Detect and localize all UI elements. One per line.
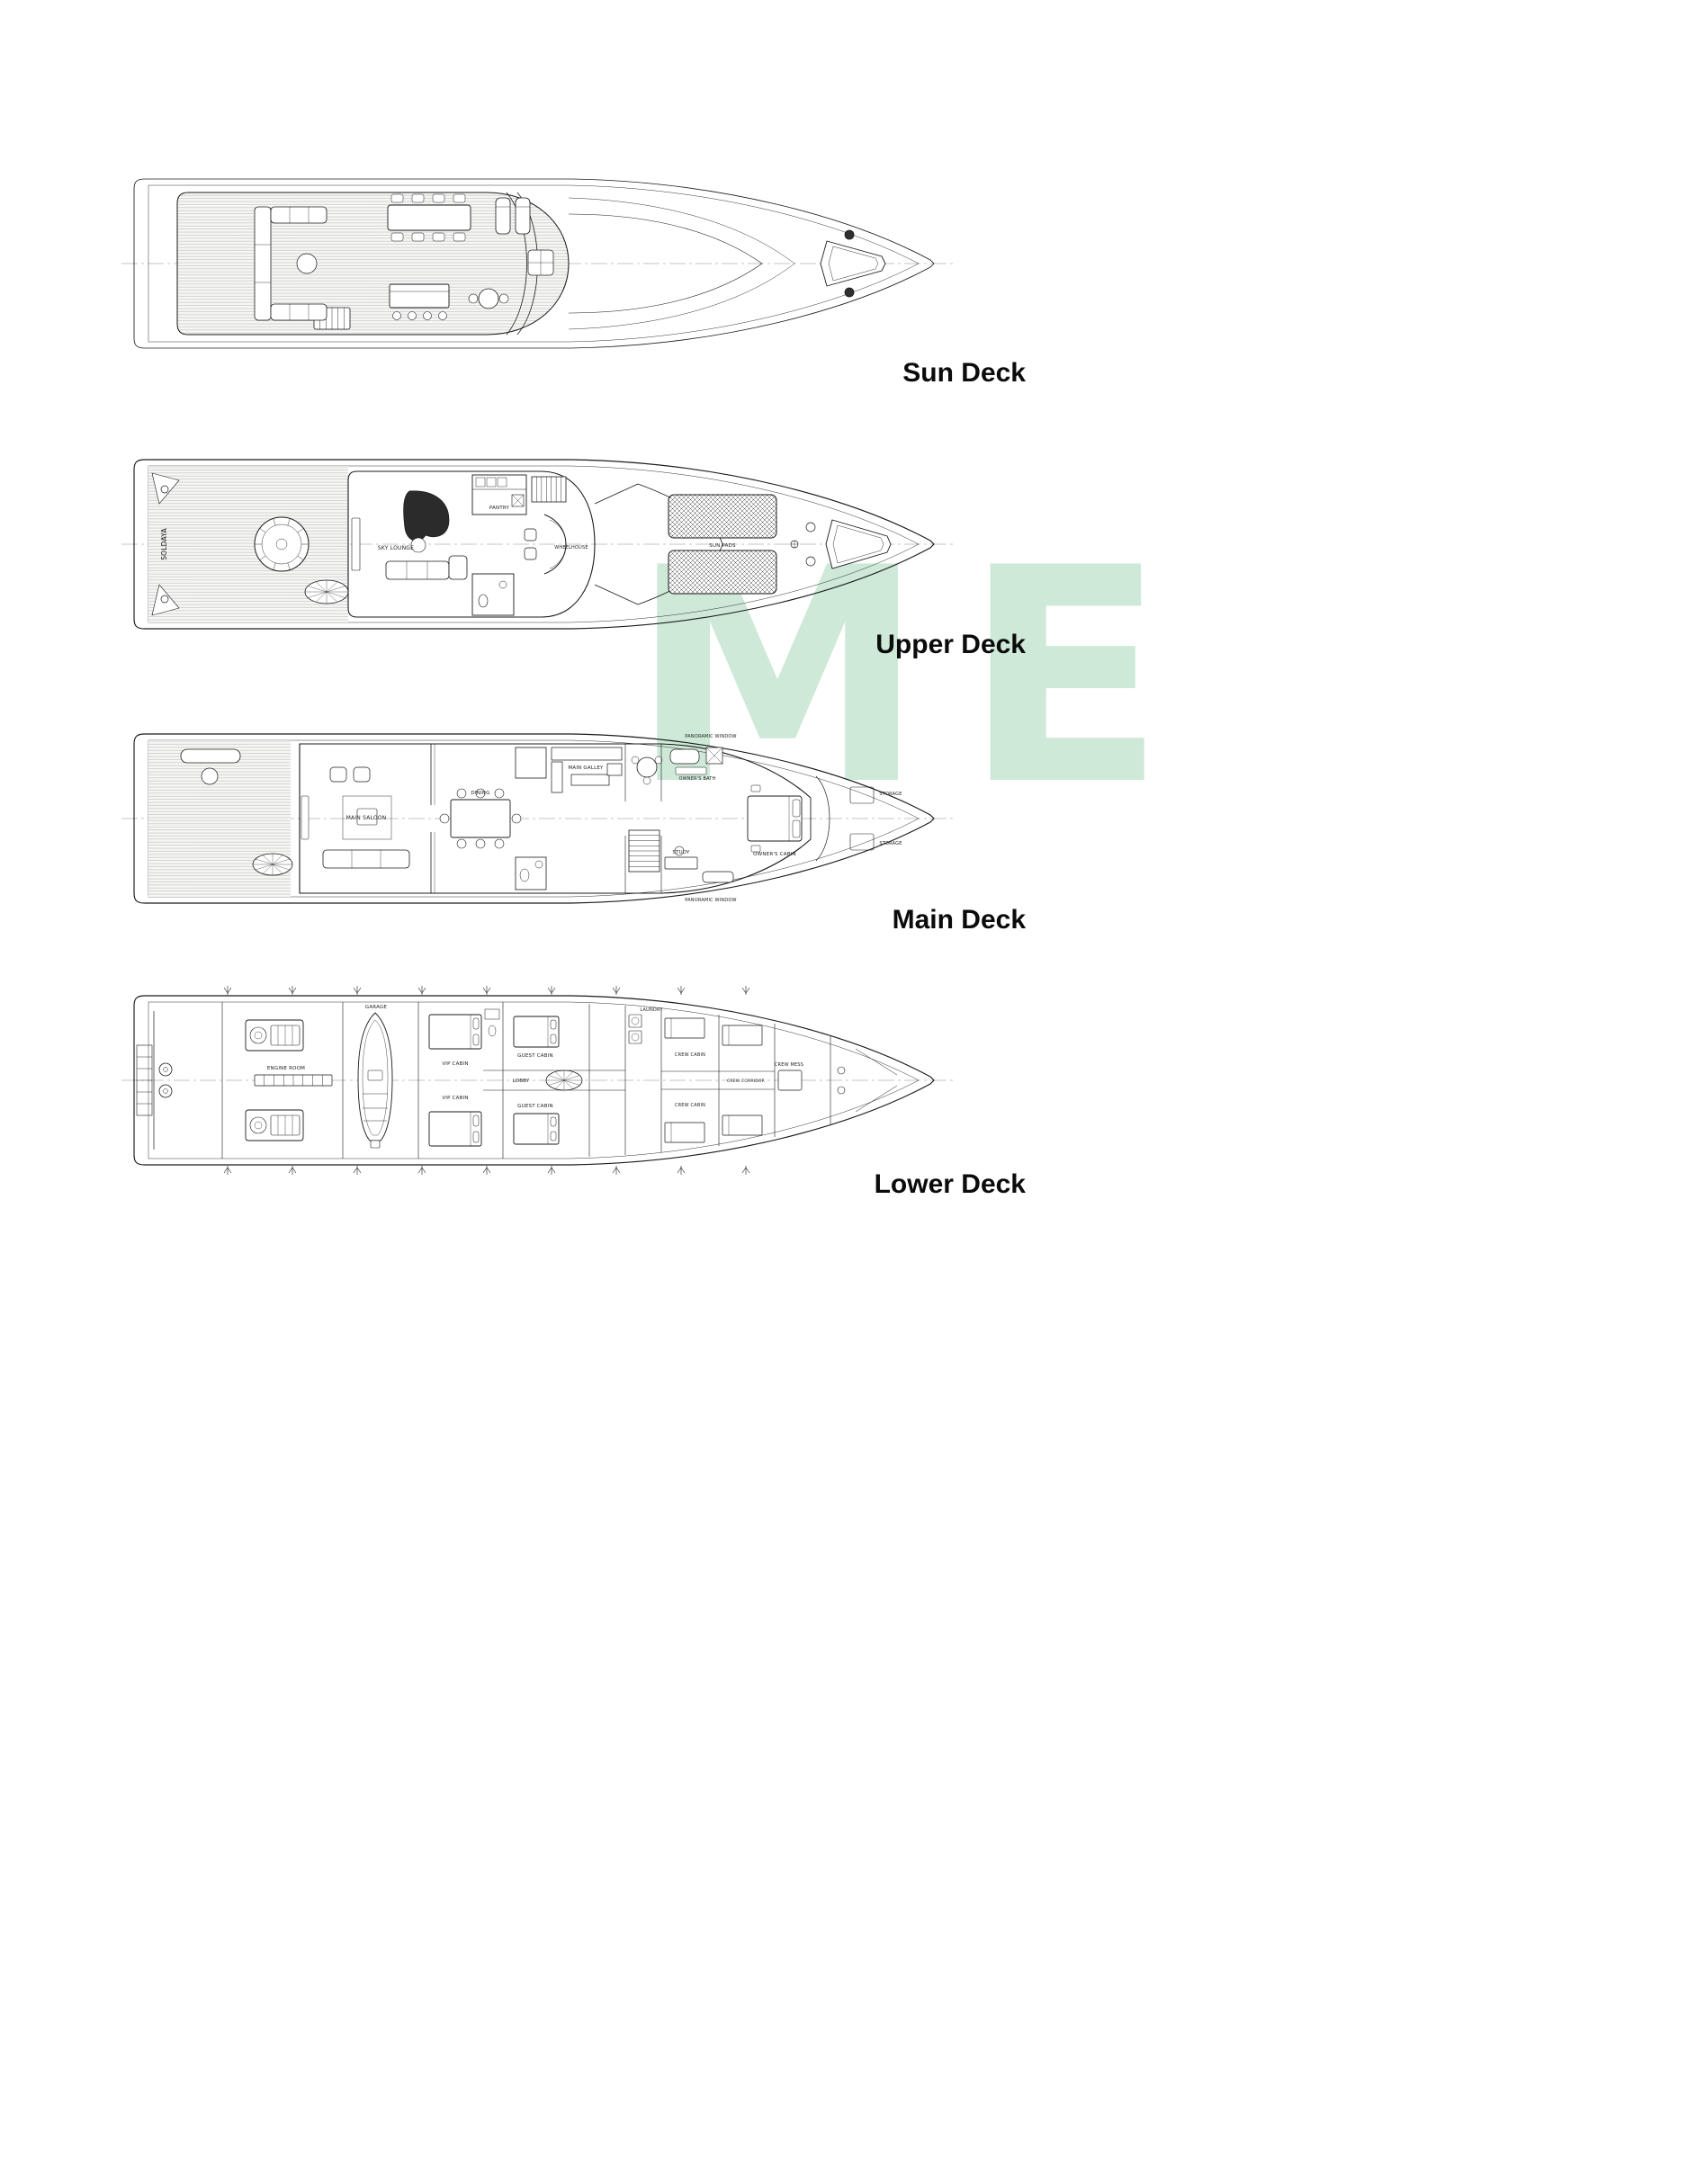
svg-text:MAIN SALOON: MAIN SALOON bbox=[346, 815, 387, 821]
svg-text:SUN PADS: SUN PADS bbox=[709, 543, 736, 549]
svg-text:PANTRY: PANTRY bbox=[489, 506, 510, 511]
svg-text:OWNER'S BATH: OWNER'S BATH bbox=[678, 776, 715, 782]
svg-text:OWNER'S CABIN: OWNER'S CABIN bbox=[753, 852, 796, 857]
svg-text:GARAGE: GARAGE bbox=[365, 1005, 388, 1010]
svg-text:SKY LOUNGE: SKY LOUNGE bbox=[378, 545, 414, 551]
sun-deck-plan bbox=[121, 178, 956, 349]
deck-label-lower-deck: Lower Deck bbox=[874, 1169, 1026, 1199]
svg-text:LAUNDRY: LAUNDRY bbox=[640, 1007, 663, 1013]
svg-text:PANORAMIC WINDOW: PANORAMIC WINDOW bbox=[685, 734, 736, 739]
svg-text:STORAGE: STORAGE bbox=[879, 792, 902, 797]
svg-text:CREW CABIN: CREW CABIN bbox=[675, 1052, 705, 1058]
upper-deck-plan: SOLDAYA SKY LOUNGE PANTRY WHEELHOUSE SUN PAD… bbox=[121, 459, 956, 630]
svg-text:STUDY: STUDY bbox=[672, 850, 690, 855]
svg-text:GUEST CABIN: GUEST CABIN bbox=[517, 1104, 553, 1109]
svg-text:DINING: DINING bbox=[471, 791, 489, 796]
svg-text:STORAGE: STORAGE bbox=[879, 841, 902, 846]
main-deck-plan: PANORAMIC WINDOW MAIN SALOON DINING MAIN GA… bbox=[121, 733, 956, 904]
svg-text:CREW MESS: CREW MESS bbox=[775, 1062, 803, 1068]
svg-text:ENGINE ROOM: ENGINE ROOM bbox=[267, 1066, 305, 1071]
svg-text:MAIN GALLEY: MAIN GALLEY bbox=[568, 765, 604, 771]
svg-text:PANORAMIC WINDOW: PANORAMIC WINDOW bbox=[685, 898, 736, 903]
svg-text:CREW CORRIDOR: CREW CORRIDOR bbox=[727, 1079, 765, 1084]
svg-text:CREW CABIN: CREW CABIN bbox=[675, 1103, 705, 1108]
deck-label-upper-deck: Upper Deck bbox=[875, 630, 1026, 659]
svg-text:VIP CABIN: VIP CABIN bbox=[442, 1061, 468, 1067]
svg-text:GUEST CABIN: GUEST CABIN bbox=[517, 1053, 553, 1059]
svg-text:SOLDAYA: SOLDAYA bbox=[160, 528, 168, 560]
lower-deck-plan: ENGINE ROOM GARAGE VIP CABIN VIP CABIN GUEST… bbox=[121, 986, 956, 1175]
svg-text:WHEELHOUSE: WHEELHOUSE bbox=[554, 545, 588, 550]
svg-text:LOBBY: LOBBY bbox=[513, 1079, 530, 1084]
svg-text:VIP CABIN: VIP CABIN bbox=[442, 1096, 468, 1101]
deck-label-main-deck: Main Deck bbox=[892, 905, 1026, 935]
deck-label-sun-deck: Sun Deck bbox=[902, 358, 1026, 388]
